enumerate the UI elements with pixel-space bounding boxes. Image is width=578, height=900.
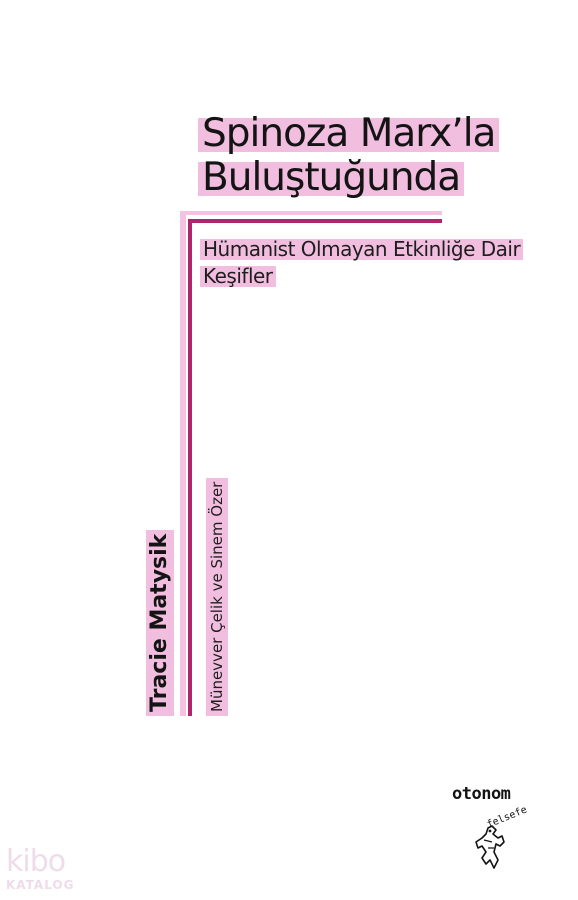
book-title: Spinoza Marx’la Buluştuğunda bbox=[198, 112, 558, 200]
frame-top-pink bbox=[180, 211, 442, 215]
watermark: kibo KATALOG bbox=[6, 844, 75, 893]
subtitle-line-2: Keşifler bbox=[200, 263, 276, 290]
watermark-label: KATALOG bbox=[6, 878, 75, 892]
frame-top-magenta bbox=[188, 219, 442, 223]
translator-names: Münevver Çelik ve Sinem Özer bbox=[206, 477, 228, 716]
author-name: Tracie Matysik bbox=[146, 529, 174, 716]
book-subtitle: Hümanist Olmayan Etkinliğe Dair Keşifler bbox=[200, 236, 560, 290]
subtitle-line-1: Hümanist Olmayan Etkinliğe Dair bbox=[200, 236, 524, 263]
publisher-name: otonom bbox=[452, 784, 511, 804]
watermark-logo: kibo bbox=[6, 844, 66, 879]
title-line-2: Buluştuğunda bbox=[198, 156, 465, 200]
publisher-logo: otonom felsefe bbox=[452, 784, 538, 874]
publisher-figure-icon bbox=[475, 825, 505, 869]
frame-left-magenta bbox=[188, 219, 192, 716]
frame-left-pink bbox=[180, 211, 186, 716]
title-line-1: Spinoza Marx’la bbox=[198, 112, 500, 156]
